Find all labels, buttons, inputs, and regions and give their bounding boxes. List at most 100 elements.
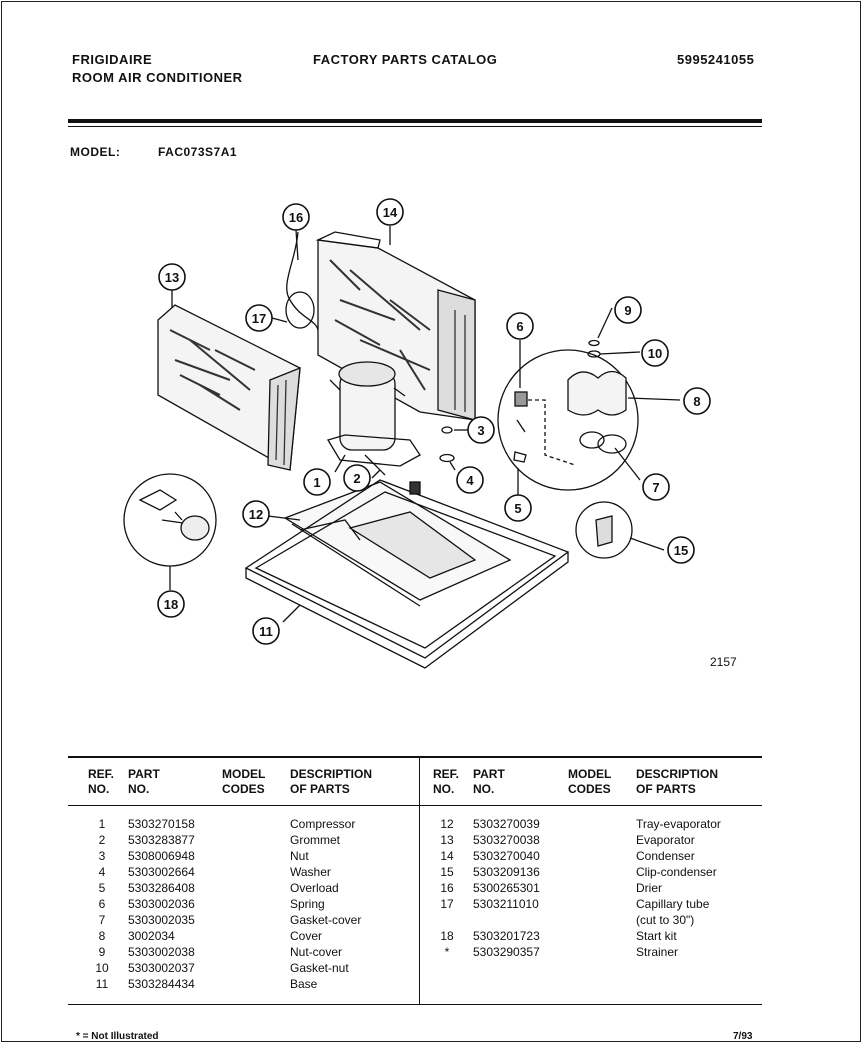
model-codes-cell — [222, 848, 290, 864]
brand-name: FRIGIDAIRE — [72, 52, 153, 67]
table-row: 18 5303201723 Start kit — [433, 928, 766, 944]
ref-no-cell: 18 — [440, 929, 454, 943]
callout-label-12: 12 — [249, 507, 263, 522]
callout-label-14: 14 — [383, 205, 398, 220]
part-no-cell: 5303270040 — [473, 849, 540, 863]
callout-1 — [303, 468, 331, 496]
ref-no-cell: 6 — [98, 897, 106, 911]
callout-label-7: 7 — [652, 480, 659, 495]
description-cell: Overload — [290, 881, 339, 895]
footer-date: 7/93 — [733, 1031, 753, 1042]
part-no-cell: 5303286408 — [128, 881, 195, 895]
callout-3 — [467, 416, 495, 444]
table-header-rule — [68, 805, 762, 806]
part-no-cell: 5308006948 — [128, 849, 195, 863]
callout-13 — [158, 263, 186, 291]
model-codes-cell — [568, 912, 636, 928]
callout-14 — [376, 198, 404, 226]
description-cell: Nut-cover — [290, 945, 343, 959]
table-row: 6 5303002036 Spring — [88, 896, 420, 912]
ref-no-cell: 12 — [440, 817, 454, 831]
part-no-cell: 3002034 — [128, 929, 175, 943]
ref-no-cell: 4 — [98, 865, 106, 879]
callout-label-9: 9 — [624, 303, 631, 318]
part-no-cell: 5303270038 — [473, 833, 540, 847]
figure-number: 2157 — [710, 655, 737, 669]
callout-label-17: 17 — [252, 311, 266, 326]
model-codes-cell — [568, 880, 636, 896]
part-no-cell: 5303002037 — [128, 961, 195, 975]
model-codes-cell — [222, 944, 290, 960]
model-codes-cell — [222, 880, 290, 896]
ref-no-cell: 2 — [98, 833, 106, 847]
header-rule — [68, 119, 762, 123]
table-bottom-rule — [68, 1004, 762, 1005]
description-cell: Grommet — [290, 833, 341, 847]
footnote: * = Not Illustrated — [76, 1031, 159, 1042]
description-cell: Spring — [290, 897, 325, 911]
table-row: 10 5303002037 Gasket-nut — [88, 960, 420, 976]
model-codes-cell — [222, 832, 290, 848]
description-cell: Evaporator — [636, 833, 695, 847]
description-cell: Compressor — [290, 817, 356, 831]
product-type: ROOM AIR CONDITIONER — [72, 70, 243, 85]
ref-no-cell: 11 — [95, 977, 109, 991]
evaporator-illustration — [157, 304, 301, 472]
part-no-cell: 5303290357 — [473, 945, 540, 959]
part-no-cell: 5303002035 — [128, 913, 195, 927]
ref-no-cell: 5 — [98, 881, 106, 895]
model-codes-cell — [222, 960, 290, 976]
header-ref-no: REF.NO. — [88, 767, 115, 796]
ref-no-cell — [433, 912, 473, 928]
model-codes-cell — [568, 864, 636, 880]
catalog-number: 5995241055 — [677, 52, 755, 67]
callout-label-18: 18 — [164, 597, 178, 612]
callout-label-5: 5 — [514, 501, 521, 516]
table-top-rule — [68, 756, 762, 758]
callout-18 — [157, 590, 185, 618]
header-ref-no: REF.NO. — [433, 767, 460, 796]
callout-2 — [343, 464, 371, 492]
description-cell: Gasket-cover — [290, 913, 362, 927]
ref-no-cell: 10 — [95, 961, 109, 975]
description-cell: Gasket-nut — [290, 961, 349, 975]
part-no-cell: 5303002036 — [128, 897, 195, 911]
callout-label-15: 15 — [674, 543, 688, 558]
model-label: MODEL: — [70, 145, 121, 159]
part-no-cell: 5303209136 — [473, 865, 540, 879]
part-no-cell: 5303201723 — [473, 929, 540, 943]
ref-no-cell: 16 — [440, 881, 454, 895]
table-row: (cut to 30") — [433, 912, 766, 928]
callout-label-6: 6 — [516, 319, 523, 334]
callout-4 — [456, 466, 484, 494]
callout-label-3: 3 — [477, 423, 484, 438]
ref-no-cell: 17 — [440, 897, 454, 911]
callout-9 — [614, 296, 642, 324]
description-cell: Nut — [290, 849, 309, 863]
part-no-cell: 5303284434 — [128, 977, 195, 991]
model-codes-cell — [222, 928, 290, 944]
callout-label-10: 10 — [648, 346, 662, 361]
tray-evaporator-illustration — [283, 481, 512, 607]
part-no-cell: 5300265301 — [473, 881, 540, 895]
callout-label-1: 1 — [313, 475, 320, 490]
description-cell: Start kit — [636, 929, 677, 943]
callout-8 — [683, 387, 711, 415]
part-no-cell — [473, 912, 568, 928]
